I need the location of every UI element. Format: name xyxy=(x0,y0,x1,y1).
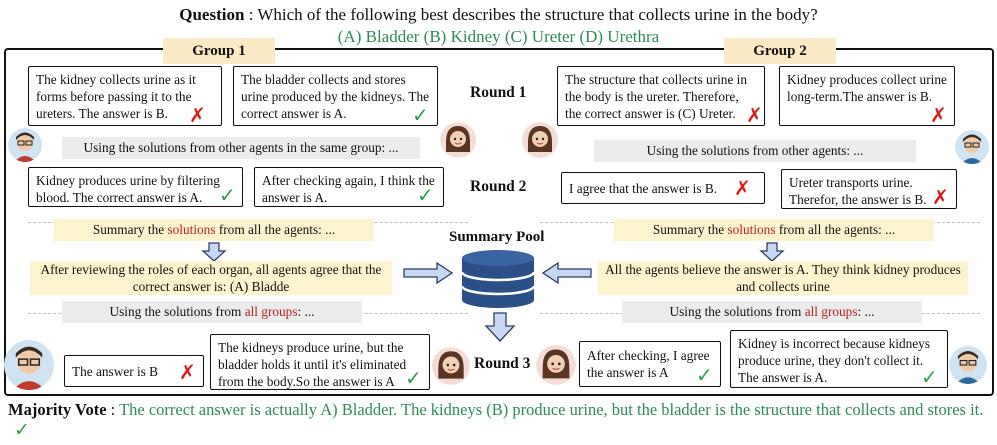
agent-avatar-boy xyxy=(8,128,42,162)
question-line: Question : Which of the following best d… xyxy=(0,4,997,26)
bubble-text: The kidneys produce urine, but the bladd… xyxy=(218,340,407,389)
majority-text: The correct answer is actually A) Bladde… xyxy=(119,400,984,419)
round-2-label: Round 2 xyxy=(470,178,527,195)
question-separator: : xyxy=(244,5,258,24)
agent-avatar-boy xyxy=(955,130,989,164)
agent-avatar-girl xyxy=(536,345,576,385)
round3-group1-agent2-bubble: The kidneys produce urine, but the bladd… xyxy=(210,334,430,390)
round2-group2-agent1-bubble: I agree that the answer is B. ✗ xyxy=(561,172,765,204)
all-groups-suffix: : ... xyxy=(297,304,315,319)
bubble-text: The structure that collects urine in the… xyxy=(565,72,748,121)
summary-prefix: Summary the xyxy=(92,222,168,237)
group-2-label: Group 2 xyxy=(724,38,836,64)
cross-mark-icon: ✗ xyxy=(189,103,206,127)
agent-avatar-girl xyxy=(522,122,558,158)
check-mark-icon: ✓ xyxy=(921,365,938,389)
all-groups-highlight: all groups xyxy=(804,304,858,319)
cross-mark-icon: ✗ xyxy=(932,185,949,209)
majority-separator: : xyxy=(106,400,120,419)
summary-pool-label: Summary Pool xyxy=(449,229,545,245)
bubble-text: After checking, I agree the answer is A xyxy=(587,348,710,380)
summary-request-banner-group2: Summary the solutions from all the agent… xyxy=(614,219,934,241)
round3-group1-agent1-bubble: The answer is B ✗ xyxy=(64,355,204,387)
bubble-text: After checking again, I think the answer… xyxy=(262,173,435,205)
right-arrow-icon xyxy=(403,262,453,284)
cross-mark-icon: ✗ xyxy=(734,176,751,200)
check-mark-icon: ✓ xyxy=(412,103,429,127)
same-group-solutions-banner: Using the solutions from other agents in… xyxy=(62,137,420,159)
summary-suffix: from all the agents: ... xyxy=(215,222,336,237)
answer-options: (A) Bladder (B) Kidney (C) Ureter (D) Ur… xyxy=(337,27,660,46)
summary-highlight: solutions xyxy=(727,222,776,237)
cross-mark-icon: ✗ xyxy=(930,103,947,127)
bubble-text: I agree that the answer is B. xyxy=(569,181,718,196)
round2-group1-agent1-bubble: Kidney produces urine by filtering blood… xyxy=(28,167,243,207)
majority-vote: Majority Vote : The correct answer is ac… xyxy=(8,399,993,441)
bubble-text: Kidney is incorrect because kidneys prod… xyxy=(738,336,930,385)
bubble-text: Kidney produces collect urine long-term.… xyxy=(787,72,947,104)
round1-group1-agent1-bubble: The kidney collects urine as it forms be… xyxy=(28,66,222,126)
agent-avatar-girl xyxy=(432,347,470,385)
all-groups-solutions-banner-group1: Using the solutions from all groups: ... xyxy=(62,301,362,323)
summary-result-group2: All the agents believe the answer is A. … xyxy=(598,261,968,295)
majority-label: Majority Vote xyxy=(8,400,107,419)
debate-frame xyxy=(4,48,994,396)
summary-prefix: Summary the xyxy=(652,222,728,237)
round-3-label: Round 3 xyxy=(474,355,531,372)
round3-group2-agent1-bubble: After checking, I agree the answer is A … xyxy=(579,341,721,387)
summary-request-banner-group1: Summary the solutions from all the agent… xyxy=(54,219,374,241)
all-groups-solutions-banner-group2: Using the solutions from all groups: ... xyxy=(622,301,922,323)
database-icon xyxy=(460,250,536,308)
left-arrow-icon xyxy=(542,262,592,284)
check-mark-icon: ✓ xyxy=(417,183,434,207)
all-groups-prefix: Using the solutions from xyxy=(669,304,805,319)
round1-group2-agent2-bubble: Kidney produces collect urine long-term.… xyxy=(779,66,955,126)
agent-avatar-girl xyxy=(440,122,476,158)
bubble-text: Ureter transports urine. Therefor, the a… xyxy=(789,175,927,207)
summary-highlight: solutions xyxy=(167,222,216,237)
bubble-text: The answer is B xyxy=(72,364,159,379)
down-arrow-icon xyxy=(484,312,516,342)
question-text: Which of the following best describes th… xyxy=(257,5,818,24)
agent-avatar-boy xyxy=(949,346,987,384)
check-mark-icon: ✓ xyxy=(219,183,236,207)
all-groups-highlight: all groups xyxy=(244,304,298,319)
cross-mark-icon: ✗ xyxy=(746,103,763,127)
round3-group2-agent2-bubble: Kidney is incorrect because kidneys prod… xyxy=(730,330,948,388)
round2-group1-agent2-bubble: After checking again, I think the answer… xyxy=(254,167,444,207)
all-groups-prefix: Using the solutions from xyxy=(109,304,245,319)
agent-avatar-boy xyxy=(4,340,54,390)
summary-suffix: from all the agents: ... xyxy=(775,222,896,237)
check-mark-icon: ✓ xyxy=(14,419,30,441)
bubble-text: Kidney produces urine by filtering blood… xyxy=(36,173,220,205)
question-label: Question xyxy=(179,5,245,24)
round-1-label: Round 1 xyxy=(470,84,527,101)
check-mark-icon: ✓ xyxy=(696,363,713,387)
bubble-text: The kidney collects urine as it forms be… xyxy=(36,72,196,121)
check-mark-icon: ✓ xyxy=(405,366,422,390)
bubble-text: The bladder collects and stores urine pr… xyxy=(241,72,430,121)
summary-result-group1: After reviewing the roles of each organ,… xyxy=(30,261,392,295)
all-groups-suffix: : ... xyxy=(857,304,875,319)
cross-mark-icon: ✗ xyxy=(179,360,196,384)
round1-group2-agent1-bubble: The structure that collects urine in the… xyxy=(557,66,765,126)
down-arrow-icon xyxy=(759,242,785,262)
down-arrow-icon xyxy=(201,242,227,262)
other-agents-solutions-banner: Using the solutions from other agents: .… xyxy=(594,140,916,162)
round2-group2-agent2-bubble: Ureter transports urine. Therefor, the a… xyxy=(781,169,957,209)
group-1-label: Group 1 xyxy=(163,38,275,64)
round1-group1-agent2-bubble: The bladder collects and stores urine pr… xyxy=(233,66,438,126)
